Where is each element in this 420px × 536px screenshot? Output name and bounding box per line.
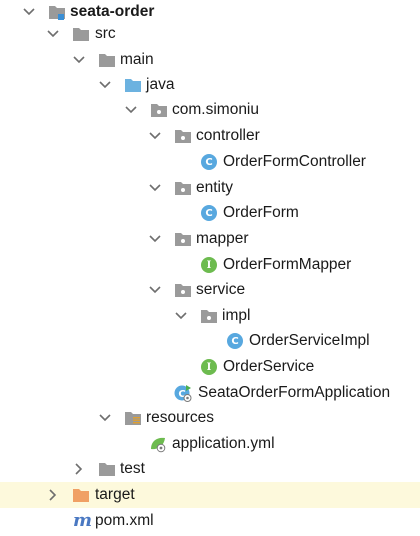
source-folder-icon	[124, 76, 142, 94]
tree-row-target[interactable]: target	[0, 482, 420, 508]
tree-label: src	[95, 25, 116, 42]
chevron-down-icon[interactable]	[98, 78, 112, 92]
tree-row-package[interactable]: com.simoniu	[0, 97, 420, 123]
interface-icon: I	[200, 256, 218, 274]
class-icon: C	[200, 204, 218, 222]
maven-icon: m	[73, 510, 93, 531]
tree-row-orderservice[interactable]: I OrderService	[0, 354, 420, 380]
tree-label: OrderFormMapper	[223, 256, 352, 273]
tree-label: main	[120, 51, 154, 68]
tree-label: service	[196, 281, 246, 298]
tree-label: OrderServiceImpl	[249, 332, 370, 349]
chevron-down-icon[interactable]	[72, 53, 86, 67]
tree-row-java[interactable]: java	[0, 72, 420, 98]
excluded-folder-icon	[72, 486, 90, 504]
chevron-right-icon[interactable]	[46, 488, 60, 502]
tree-row-src[interactable]: src	[0, 21, 420, 47]
package-icon	[174, 179, 192, 197]
tree-row-mapper[interactable]: mapper	[0, 226, 420, 252]
tree-label: pom.xml	[95, 512, 154, 529]
tree-label: mapper	[196, 230, 249, 247]
tree-label: controller	[196, 127, 260, 144]
tree-row-orderform[interactable]: C OrderForm	[0, 200, 420, 226]
chevron-down-icon[interactable]	[46, 27, 60, 41]
tree-row-controller[interactable]: controller	[0, 123, 420, 149]
package-icon	[150, 101, 168, 119]
chevron-down-icon[interactable]	[148, 283, 162, 297]
tree-row-application-yml[interactable]: application.yml	[0, 431, 420, 457]
class-icon: C	[226, 332, 244, 350]
spring-config-file-icon	[149, 435, 167, 453]
spring-boot-application-icon: C	[174, 384, 192, 402]
chevron-down-icon[interactable]	[22, 5, 36, 19]
tree-row-pom-xml[interactable]: m pom.xml	[0, 508, 420, 534]
tree-label: application.yml	[172, 435, 275, 452]
package-icon	[174, 281, 192, 299]
tree-label: entity	[196, 179, 234, 196]
chevron-down-icon[interactable]	[124, 103, 138, 117]
tree-row-entity[interactable]: entity	[0, 175, 420, 201]
tree-label: OrderService	[223, 358, 315, 375]
tree-label: seata-order	[70, 3, 155, 20]
tree-row-test[interactable]: test	[0, 456, 420, 482]
chevron-right-icon[interactable]	[72, 462, 86, 476]
tree-row-orderformcontroller[interactable]: C OrderFormController	[0, 149, 420, 175]
tree-label: OrderForm	[223, 204, 299, 221]
svg-text:C: C	[178, 389, 185, 400]
tree-row-seataorderformapplication[interactable]: C SeataOrderFormApplication	[0, 380, 420, 406]
package-icon	[174, 230, 192, 248]
package-icon	[200, 307, 218, 325]
chevron-down-icon[interactable]	[148, 232, 162, 246]
package-icon	[174, 127, 192, 145]
tree-row-resources[interactable]: resources	[0, 405, 420, 431]
chevron-down-icon[interactable]	[174, 309, 188, 323]
chevron-down-icon[interactable]	[148, 129, 162, 143]
folder-icon	[98, 460, 116, 478]
tree-label: com.simoniu	[172, 101, 259, 118]
tree-label: resources	[146, 409, 215, 426]
tree-label: test	[120, 460, 145, 477]
folder-icon	[98, 51, 116, 69]
tree-label: target	[95, 486, 135, 503]
chevron-down-icon[interactable]	[148, 181, 162, 195]
tree-row-seata-order[interactable]: seata-order	[0, 0, 420, 25]
class-icon: C	[200, 153, 218, 171]
interface-icon: I	[200, 358, 218, 376]
tree-row-orderserviceimpl[interactable]: C OrderServiceImpl	[0, 328, 420, 354]
tree-row-impl[interactable]: impl	[0, 303, 420, 329]
tree-label: impl	[222, 307, 251, 324]
tree-row-service[interactable]: service	[0, 277, 420, 303]
folder-icon	[72, 25, 90, 43]
resources-folder-icon	[124, 409, 142, 427]
tree-label: SeataOrderFormApplication	[198, 384, 391, 401]
tree-label: java	[146, 76, 175, 93]
chevron-down-icon[interactable]	[98, 411, 112, 425]
module-folder-icon	[48, 3, 66, 21]
tree-row-main[interactable]: main	[0, 47, 420, 73]
tree-label: OrderFormController	[223, 153, 366, 170]
tree-row-orderformmapper[interactable]: I OrderFormMapper	[0, 252, 420, 278]
